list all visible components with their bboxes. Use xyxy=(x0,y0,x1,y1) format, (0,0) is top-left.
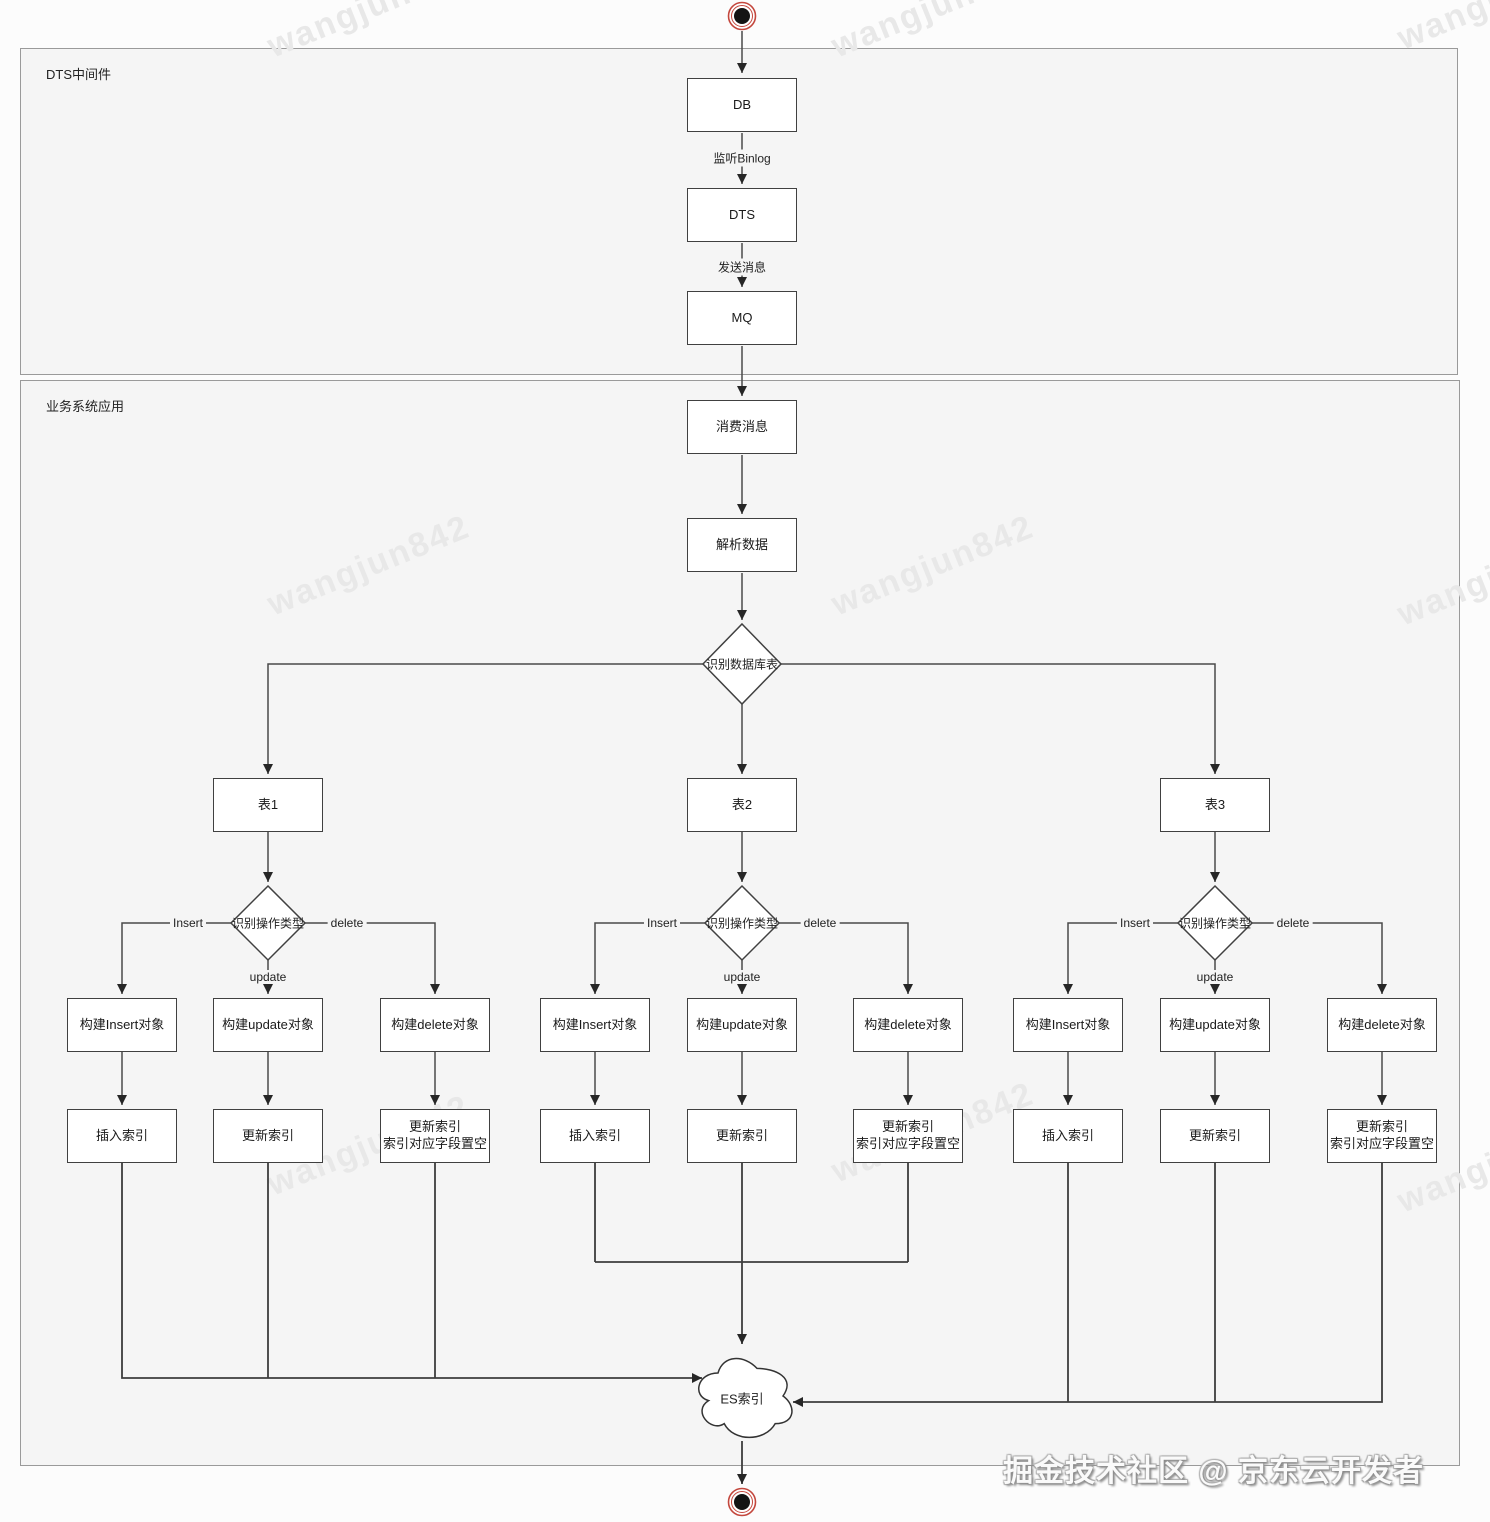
update-index-clear-line1: 更新索引 xyxy=(408,1119,461,1135)
node-build-insert-3: 构建Insert对象 xyxy=(1013,998,1123,1052)
node-insert-index-1: 插入索引 xyxy=(67,1109,177,1163)
node-update-index-2: 更新索引 xyxy=(687,1109,797,1163)
edge-label-insert-2: Insert xyxy=(643,916,681,930)
decision-identify-operation-1-label: 识别操作类型 xyxy=(231,916,305,931)
end-terminal-icon xyxy=(727,1487,757,1517)
node-build-update-1: 构建update对象 xyxy=(213,998,323,1052)
decision-identify-operation-3-label: 识别操作类型 xyxy=(1178,916,1252,931)
node-update-index-3: 更新索引 xyxy=(1160,1109,1270,1163)
update-index-clear-line2: 索引对应字段置空 xyxy=(1329,1136,1434,1151)
node-table-2: 表2 xyxy=(687,778,797,832)
node-insert-index-2: 插入索引 xyxy=(540,1109,650,1163)
edge-label-insert-3: Insert xyxy=(1116,916,1154,930)
node-build-delete-2: 构建delete对象 xyxy=(853,998,963,1052)
edge-label-insert-1: Insert xyxy=(169,916,207,930)
node-build-delete-1: 构建delete对象 xyxy=(380,998,490,1052)
update-index-clear-line2: 索引对应字段置空 xyxy=(855,1136,960,1151)
node-build-update-2: 构建update对象 xyxy=(687,998,797,1052)
node-table-1: 表1 xyxy=(213,778,323,832)
node-build-delete-3: 构建delete对象 xyxy=(1327,998,1437,1052)
node-update-index-clear-1: 更新索引 索引对应字段置空 xyxy=(380,1109,490,1163)
node-build-update-3: 构建update对象 xyxy=(1160,998,1270,1052)
update-index-clear-line1: 更新索引 xyxy=(881,1119,934,1135)
update-index-clear-line2: 索引对应字段置空 xyxy=(382,1136,487,1151)
node-dts: DTS xyxy=(687,188,797,242)
edge-label-listen-binlog: 监听Binlog xyxy=(710,149,774,167)
edge-label-send-message: 发送消息 xyxy=(714,258,770,276)
node-build-insert-1: 构建Insert对象 xyxy=(67,998,177,1052)
update-index-clear-line1: 更新索引 xyxy=(1355,1119,1408,1135)
edge-label-update-3: update xyxy=(1193,970,1237,984)
node-insert-index-3: 插入索引 xyxy=(1013,1109,1123,1163)
edge-label-delete-1: delete xyxy=(327,916,367,930)
container-dts-label: DTS中间件 xyxy=(46,67,112,82)
node-build-insert-2: 构建Insert对象 xyxy=(540,998,650,1052)
node-update-index-clear-3: 更新索引 索引对应字段置空 xyxy=(1327,1109,1437,1163)
node-parse-data: 解析数据 xyxy=(687,518,797,572)
node-db: DB xyxy=(687,78,797,132)
node-es-index-label: ES索引 xyxy=(720,1391,764,1407)
node-mq: MQ xyxy=(687,291,797,345)
node-table-3: 表3 xyxy=(1160,778,1270,832)
edge-label-delete-3: delete xyxy=(1273,916,1313,930)
decision-identify-operation-2-label: 识别操作类型 xyxy=(705,916,779,931)
start-terminal-icon xyxy=(727,1,757,31)
edge-label-update-2: update xyxy=(720,970,764,984)
node-update-index-1: 更新索引 xyxy=(213,1109,323,1163)
edge-label-update-1: update xyxy=(246,970,290,984)
container-biz-label: 业务系统应用 xyxy=(46,399,125,414)
decision-identify-table-label: 识别数据库表 xyxy=(705,657,779,672)
node-update-index-clear-2: 更新索引 索引对应字段置空 xyxy=(853,1109,963,1163)
node-consume-message: 消费消息 xyxy=(687,400,797,454)
edge-label-delete-2: delete xyxy=(800,916,840,930)
